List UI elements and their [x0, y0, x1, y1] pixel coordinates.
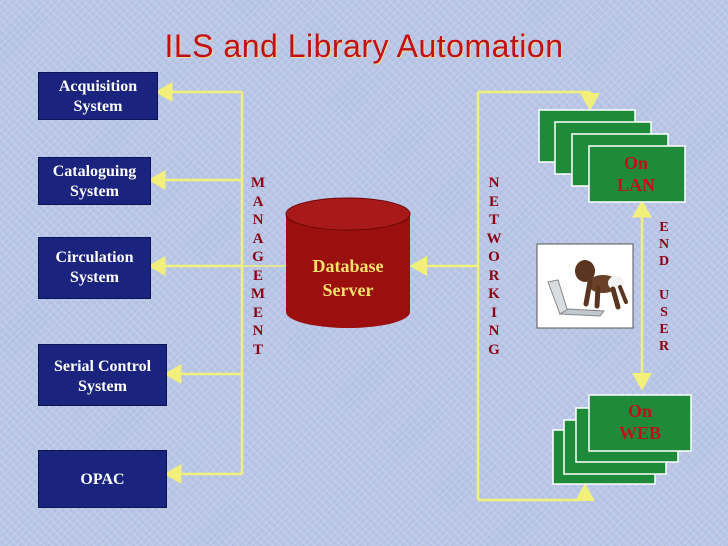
- circulation-system-box: Circulation System: [38, 237, 151, 299]
- on-lan-label: On LAN: [616, 153, 655, 195]
- acquisition-system-box: Acquisition System: [38, 72, 158, 120]
- on-web-label: On WEB: [618, 401, 661, 443]
- baby-with-laptop-icon: [536, 243, 634, 329]
- networking-connectors: [409, 90, 652, 502]
- management-connectors: [148, 82, 286, 484]
- lan-client-stack: [538, 109, 686, 203]
- database-cylinder: [285, 197, 411, 328]
- cataloguing-system-box: Cataloguing System: [38, 157, 151, 205]
- serial-control-system-box: Serial Control System: [38, 344, 167, 406]
- networking-label: N E T W O R K I N G: [486, 175, 502, 358]
- page-title: ILS and Library Automation: [164, 28, 564, 64]
- opac-box: OPAC: [38, 450, 167, 508]
- end-user-label: E N D U S E R: [658, 220, 670, 354]
- management-label: M A N A G E M E N T: [250, 175, 266, 358]
- database-server-label: Database Server: [312, 256, 384, 300]
- web-client-stack: [552, 394, 692, 485]
